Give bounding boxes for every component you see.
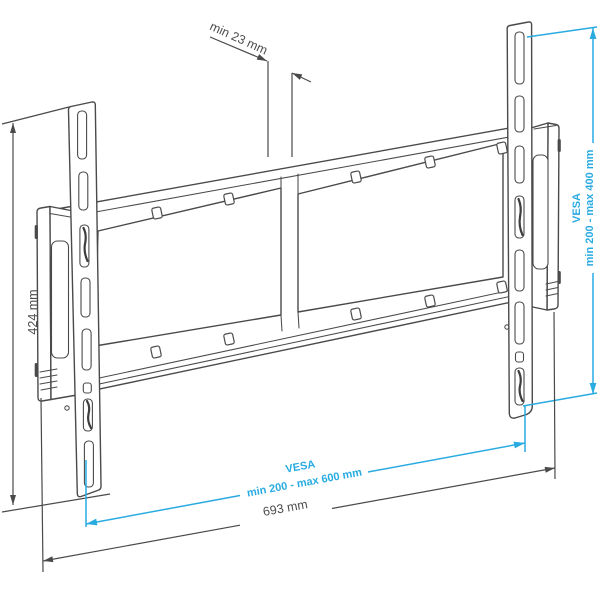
left-end-cap — [34, 205, 78, 402]
top-flange-holes — [151, 141, 508, 220]
wall-pad — [557, 139, 561, 152]
hook-tab — [517, 369, 524, 403]
wall-pad — [557, 271, 561, 284]
dimension-wall-gap: min 23 mm — [208, 19, 312, 157]
plate-width-label: 693 mm — [262, 497, 309, 519]
vesa-horizontal-label-line1: VESA — [285, 458, 317, 475]
hook-tab — [517, 197, 524, 237]
screw-hole — [64, 405, 70, 411]
bottom-flange-holes — [150, 280, 508, 359]
left-rail — [67, 101, 102, 498]
bracket-height-label: 424 mm — [26, 289, 40, 334]
dimension-bracket-height: 424 mm — [1, 106, 111, 513]
hook-tab — [82, 226, 89, 263]
hook-tab — [85, 399, 93, 430]
right-end-cap — [527, 122, 561, 311]
vesa-vertical-label-line1: VESA — [571, 193, 583, 223]
cap-handle-opening — [50, 240, 70, 359]
right-rail — [506, 21, 533, 419]
wall-gap-label: min 23 mm — [208, 19, 270, 57]
wall-pad — [34, 225, 38, 239]
wall-plate — [56, 124, 527, 411]
vesa-vertical-label-line2: min 200 - max 400 mm — [584, 149, 596, 266]
dimension-vesa-vertical: VESA min 200 - max 400 mm — [522, 26, 598, 407]
wall-pad — [34, 363, 38, 377]
cap-handle-opening — [532, 154, 549, 270]
left-rail-slots — [77, 110, 94, 488]
dimension-plate-width: 693 mm — [40, 311, 556, 573]
